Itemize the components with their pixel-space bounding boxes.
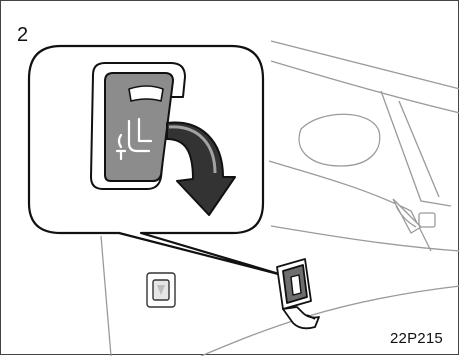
small-anchor bbox=[419, 213, 435, 227]
trim-line bbox=[271, 61, 459, 113]
panel-edge bbox=[101, 236, 111, 356]
roof-line bbox=[271, 41, 459, 89]
panel-switch bbox=[147, 273, 175, 307]
latch bbox=[393, 199, 421, 233]
pull-notch bbox=[129, 86, 163, 101]
figure-code: 22P215 bbox=[390, 331, 458, 346]
seat-back bbox=[269, 161, 431, 251]
anchor-bracket bbox=[277, 259, 319, 328]
step-number: 2 bbox=[17, 25, 28, 45]
headrest bbox=[299, 114, 380, 166]
